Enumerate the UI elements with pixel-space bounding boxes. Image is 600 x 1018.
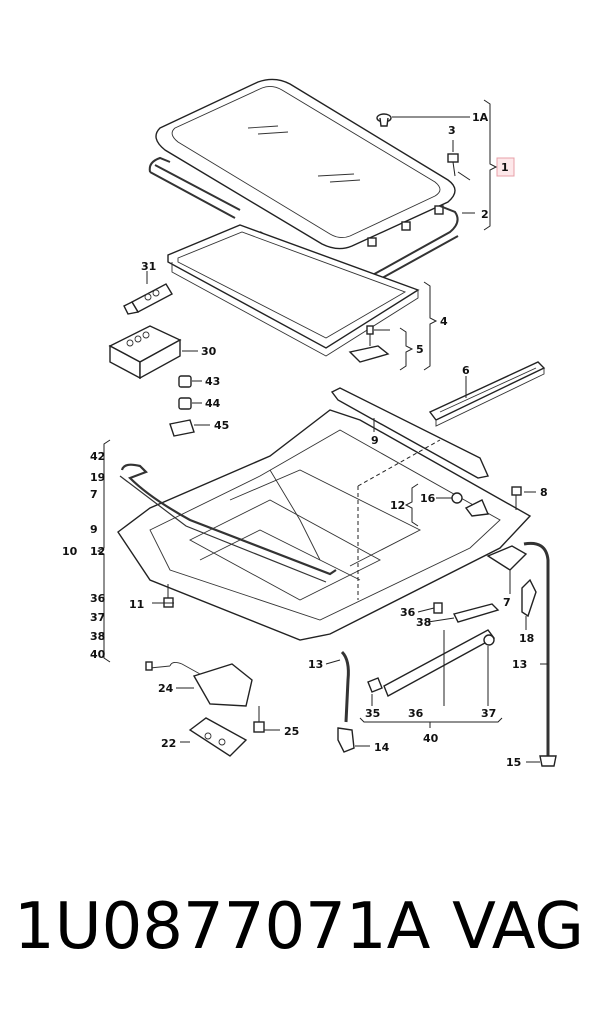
callout-37-left: 37 [90, 611, 105, 624]
callout-40-bottom: 40 [423, 732, 439, 745]
callout-13-left: 13 [308, 658, 323, 671]
bracket-5 [348, 325, 390, 363]
callout-2: 2 [481, 208, 489, 221]
callout-1: 1 [501, 161, 509, 174]
callout-5: 5 [416, 343, 424, 356]
corner-7 [486, 545, 528, 571]
bolt-8 [511, 486, 522, 510]
callout-8: 8 [540, 486, 548, 499]
callout-25: 25 [284, 725, 299, 738]
callout-45: 45 [214, 419, 229, 432]
callout-22: 22 [161, 737, 176, 750]
rail-assembly-40 [367, 602, 500, 697]
callout-10: 10 [62, 545, 78, 558]
main-frame [117, 409, 532, 641]
motor-24 [145, 661, 253, 707]
callout-36-bottom: 36 [408, 707, 424, 720]
bolt-25 [253, 706, 265, 733]
callout-35: 35 [365, 707, 380, 720]
callout-19: 19 [90, 471, 105, 484]
frame-4 [167, 224, 420, 357]
drain-hose-right [523, 541, 557, 767]
callout-12-right: 12 [390, 499, 405, 512]
callout-11: 11 [129, 598, 144, 611]
callout-3: 3 [448, 124, 456, 137]
callout-36-left: 36 [90, 592, 106, 605]
callout-12-left: 12 [90, 545, 105, 558]
brand: VAG [452, 890, 584, 964]
callout-1a: 1A [472, 111, 489, 124]
tube-31 [123, 283, 173, 315]
callout-30: 30 [201, 345, 217, 358]
callout-36-mid: 36 [400, 606, 416, 619]
callout-37-bottom: 37 [481, 707, 496, 720]
callout-16: 16 [420, 492, 436, 505]
small-parts [169, 375, 195, 437]
drain-hose-left [337, 650, 355, 753]
footer: 1U0877071A VAG [0, 890, 600, 990]
callout-31: 31 [141, 260, 156, 273]
callout-6: 6 [462, 364, 470, 377]
callout-44: 44 [205, 397, 221, 410]
callout-4: 4 [440, 315, 448, 328]
callout-38-left: 38 [90, 630, 105, 643]
callout-24: 24 [158, 682, 174, 695]
deflector-6 [428, 361, 546, 427]
callout-7-left: 7 [90, 488, 98, 501]
callout-43: 43 [205, 375, 220, 388]
leader-lines [96, 99, 548, 763]
clip-1a [376, 113, 470, 127]
callout-9-rail: 9 [371, 434, 379, 447]
rail-9 [330, 387, 489, 479]
callout-14: 14 [374, 741, 390, 754]
part-18 [521, 578, 537, 618]
callout-15: 15 [506, 756, 521, 769]
sunroof-exploded-diagram: 1A 1 3 2 31 4 5 30 6 43 44 45 9 42 19 7 … [62, 78, 557, 769]
callout-38-mid: 38 [416, 616, 431, 629]
carriage-12 [451, 492, 490, 517]
box-30 [108, 325, 182, 380]
callout-18: 18 [519, 632, 534, 645]
callout-labels: 1A 1 3 2 31 4 5 30 6 43 44 45 9 42 19 7 … [62, 111, 548, 769]
screw-3 [447, 140, 471, 181]
part-number: 1U0877071A [14, 890, 431, 964]
callout-13-right: 13 [512, 658, 527, 671]
seal-strip-19 [119, 463, 337, 583]
plate-22 [188, 717, 248, 757]
callout-40-left: 40 [90, 648, 106, 661]
callout-7-right: 7 [503, 596, 511, 609]
callout-9-left: 9 [90, 523, 98, 536]
callout-42: 42 [90, 450, 105, 463]
glass-panel [155, 78, 456, 250]
